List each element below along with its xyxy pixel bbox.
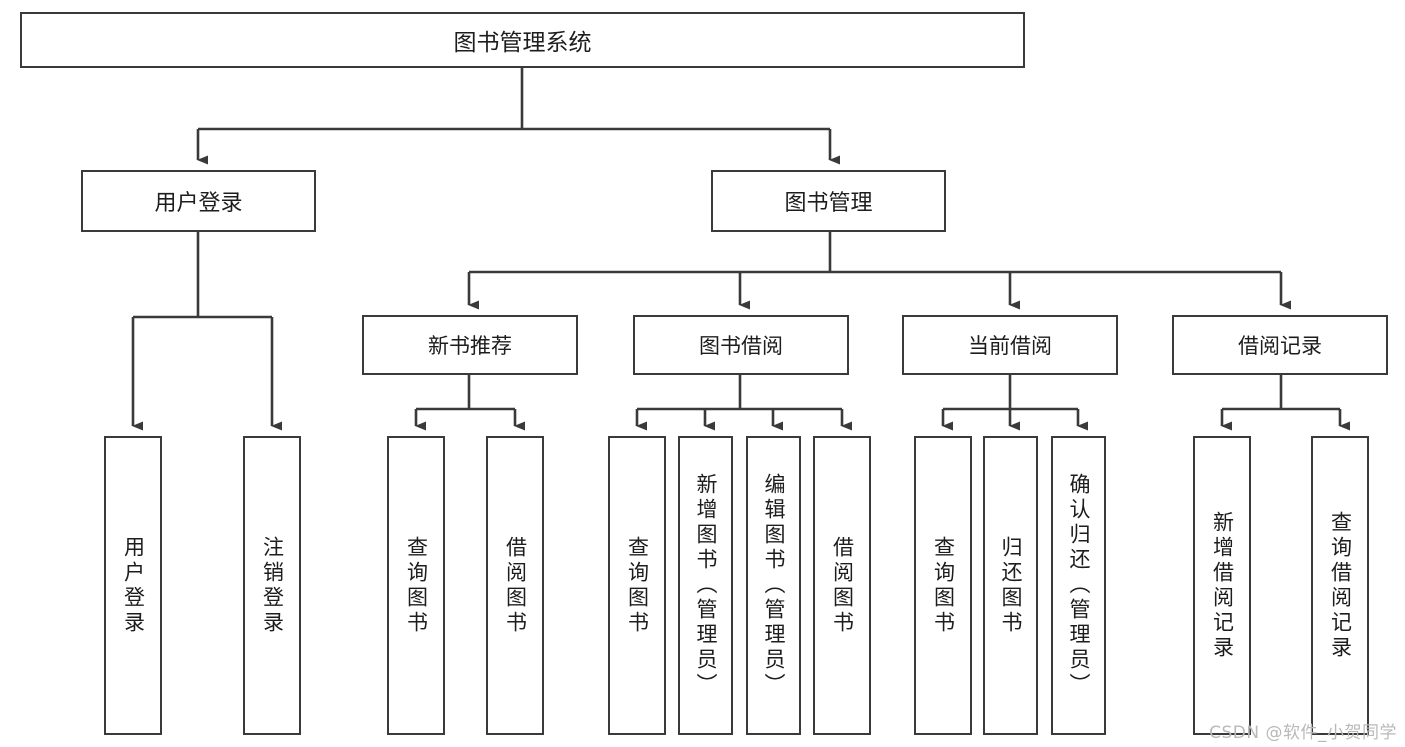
- leaf-user-login-login[interactable]: 用户登录: [104, 436, 162, 735]
- leaf-book-borrow-edit[interactable]: 编辑图书（管理员）: [746, 436, 801, 735]
- leaf-book-borrow-query[interactable]: 查询图书: [608, 436, 666, 735]
- node-root-system[interactable]: 图书管理系统: [20, 12, 1025, 68]
- node-label: 图书管理系统: [453, 30, 592, 56]
- leaf-label: 注销登录: [260, 535, 285, 636]
- watermark: CSDN @软件_小贺同学: [1209, 723, 1397, 743]
- leaf-current-borrow-return[interactable]: 归还图书: [983, 436, 1038, 735]
- leaf-label: 新增借阅记录: [1210, 510, 1235, 661]
- leaf-book-borrow-add[interactable]: 新增图书（管理员）: [678, 436, 733, 735]
- leaf-new-book-query[interactable]: 查询图书: [387, 436, 445, 735]
- leaf-label: 借阅图书: [830, 535, 855, 636]
- node-label: 用户登录: [154, 191, 243, 216]
- node-label: 图书管理: [784, 191, 873, 216]
- node-user-login[interactable]: 用户登录: [81, 170, 316, 232]
- node-book-borrow[interactable]: 图书借阅: [633, 315, 849, 375]
- leaf-label: 确认归还（管理员）: [1067, 473, 1091, 698]
- node-label: 借阅记录: [1238, 334, 1322, 358]
- node-book-management[interactable]: 图书管理: [711, 170, 946, 232]
- leaf-label: 查询图书: [931, 535, 956, 636]
- leaf-current-borrow-confirm-return[interactable]: 确认归还（管理员）: [1051, 436, 1106, 735]
- leaf-new-book-borrow[interactable]: 借阅图书: [486, 436, 544, 735]
- leaf-current-borrow-query[interactable]: 查询图书: [914, 436, 972, 735]
- leaf-book-borrow-borrow[interactable]: 借阅图书: [813, 436, 871, 735]
- node-current-borrow[interactable]: 当前借阅: [902, 315, 1118, 375]
- leaf-borrow-record-query[interactable]: 查询借阅记录: [1311, 436, 1369, 735]
- leaf-label: 查询图书: [625, 535, 650, 636]
- node-label: 新书推荐: [428, 334, 512, 358]
- leaf-label: 新增图书（管理员）: [694, 473, 718, 698]
- leaf-label: 归还图书: [999, 535, 1023, 636]
- node-label: 当前借阅: [968, 334, 1052, 358]
- leaf-user-login-logout[interactable]: 注销登录: [243, 436, 301, 735]
- node-borrow-record[interactable]: 借阅记录: [1172, 315, 1388, 375]
- leaf-label: 编辑图书（管理员）: [762, 473, 786, 698]
- leaf-label: 用户登录: [121, 535, 146, 636]
- leaf-borrow-record-add[interactable]: 新增借阅记录: [1193, 436, 1251, 735]
- node-new-book-recommend[interactable]: 新书推荐: [362, 315, 578, 375]
- leaf-label: 借阅图书: [503, 535, 528, 636]
- leaf-label: 查询图书: [404, 535, 429, 636]
- leaf-label: 查询借阅记录: [1328, 510, 1353, 661]
- node-label: 图书借阅: [699, 334, 783, 358]
